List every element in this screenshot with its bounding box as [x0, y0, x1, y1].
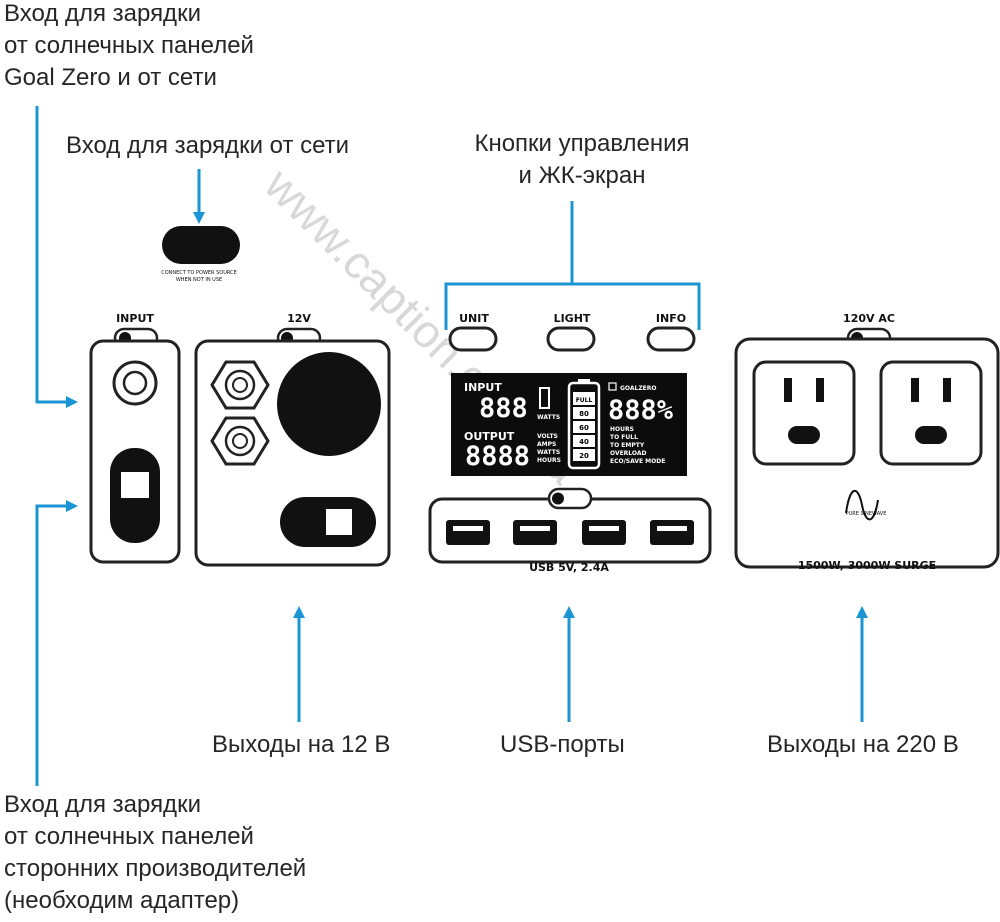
label-solar-third-party-line-4: (необходим адаптер) [4, 887, 240, 914]
button-label-info: INFO [656, 312, 686, 325]
label-solar-third-party-line-2: от солнечных панелей [4, 823, 254, 850]
arrow-solar-third-party [35, 500, 78, 786]
ac-panel: 120V AC PURE SINEWAVE 1500W, 3000W SURGE [734, 312, 1000, 572]
ac-outlet-2 [879, 360, 983, 466]
lcd-unit-volts: VOLTS [537, 433, 558, 440]
panel-12v: 12V [194, 312, 391, 567]
lcd-status-to-empty: TO EMPTY [610, 442, 645, 449]
label-controls-line-1: Кнопки управления [474, 130, 690, 157]
label-solar-goal-zero-line-2: от солнечных панелей [4, 32, 254, 59]
lcd-battery-20: 20 [579, 452, 589, 460]
lcd-percent: 888% [608, 395, 674, 426]
lcd-unit-hours: HOURS [537, 457, 561, 464]
label-solar-goal-zero: Вход для зарядки от солнечных панелей Go… [4, 0, 254, 94]
control-buttons: UNIT LIGHT INFO [448, 312, 696, 352]
lcd-battery-full: FULL [576, 397, 593, 404]
label-solar-third-party: Вход для зарядки от солнечных панелей ст… [4, 789, 306, 917]
button-label-unit: UNIT [459, 312, 489, 325]
lcd-output-digits: 8888 [465, 441, 530, 472]
car-socket [277, 352, 381, 456]
label-ac-input: Вход для зарядки от сети [66, 132, 350, 159]
usb-panel: USB 5V, 2.4A [428, 487, 712, 574]
lcd-input-digits: 888 [479, 393, 528, 424]
label-solar-third-party-line-1: Вход для зарядки [4, 791, 201, 818]
label-usb-ports: USB-порты [500, 731, 625, 758]
callout-lines [35, 106, 868, 786]
light-button [546, 326, 596, 352]
label-controls: Кнопки управления и ЖК-экран [452, 128, 712, 192]
label-solar-goal-zero-line-3: Goal Zero и от сети [4, 64, 217, 91]
label-solar-third-party-line-3: сторонних производителей [4, 855, 307, 882]
lcd-input-label: INPUT [464, 381, 502, 394]
info-button [646, 326, 696, 352]
lcd-status-hours: HOURS [610, 426, 634, 433]
label-out-12v: Выходы на 12 В [212, 731, 391, 758]
label-solar-goal-zero-line-1: Вход для зарядки [4, 0, 201, 27]
connect-note-line-2: WHEN NOT IN USE [176, 277, 222, 283]
controls-bracket [444, 282, 701, 330]
arrow-solar-goal-zero [35, 106, 78, 408]
ac-rating: 1500W, 3000W SURGE [798, 559, 936, 572]
lcd-status-overload: OVERLOAD [610, 450, 646, 457]
lcd-battery-80: 80 [579, 410, 589, 418]
usb-port-2 [513, 520, 557, 545]
usb-rating: USB 5V, 2.4A [529, 561, 609, 574]
unit-button [448, 326, 498, 352]
lcd-battery-60: 60 [579, 424, 589, 432]
connect-note-line-1: CONNECT TO POWER SOURCE [161, 270, 237, 276]
lcd-brand: GOALZERO [620, 385, 657, 392]
lcd-status-to-full: TO FULL [610, 434, 638, 441]
sine-wave-icon [845, 490, 879, 521]
ac-outlet-1 [752, 360, 856, 466]
usb-port-1 [446, 520, 490, 545]
lcd-unit-amps: AMPS [537, 441, 556, 448]
button-label-light: LIGHT [554, 312, 591, 325]
lcd-output-label: OUTPUT [464, 430, 515, 443]
lcd-watts: WATTS [537, 414, 560, 421]
ac-label: 120V AC [843, 312, 895, 325]
input-label: INPUT [116, 312, 154, 325]
label-out-220v: Выходы на 220 В [767, 731, 959, 758]
lcd-unit-watts: WATTS [537, 449, 560, 456]
label-controls-line-2: и ЖК-экран [518, 162, 646, 189]
lcd-battery-40: 40 [579, 438, 589, 446]
sine-caption: PURE SINEWAVE [846, 511, 887, 517]
lcd-screen: INPUT 888 WATTS OUTPUT 8888 VOLTS AMPS W… [451, 373, 687, 476]
usb-port-3 [582, 520, 626, 545]
input-panel: INPUT [89, 312, 181, 564]
usb-port-4 [650, 520, 694, 545]
label-12v: 12V [287, 312, 311, 325]
lcd-status-eco: ECO/SAVE MODE [610, 458, 665, 465]
ac-input-port: CONNECT TO POWER SOURCE WHEN NOT IN USE [161, 226, 240, 283]
